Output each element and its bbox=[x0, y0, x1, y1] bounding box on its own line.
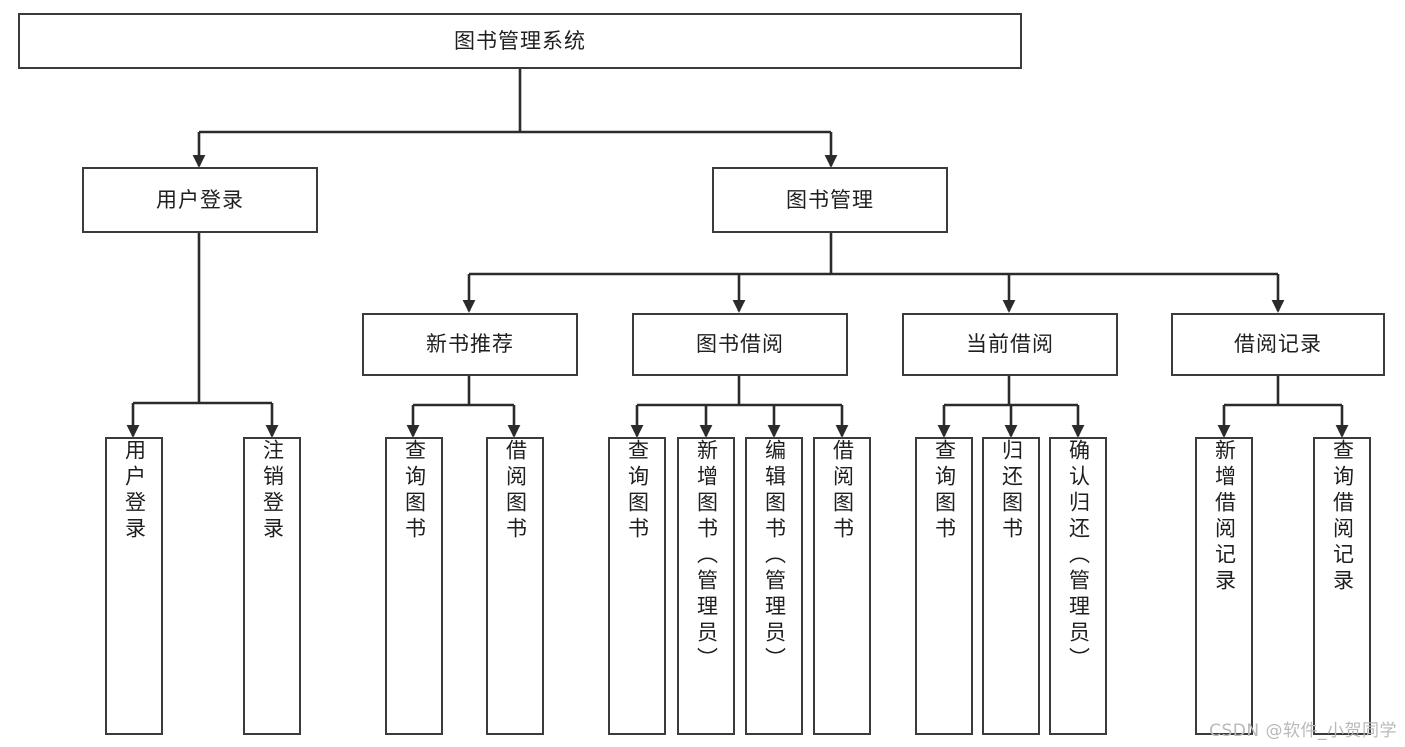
node-user-login-label: 用户登录 bbox=[156, 187, 244, 212]
node-book-borrow[interactable]: 图书借阅 bbox=[632, 313, 848, 376]
node-root-label: 图书管理系统 bbox=[454, 28, 586, 53]
leaf-edit-book[interactable]: 编辑图书（管理员） bbox=[745, 437, 803, 735]
leaf-confirm-return-label: 确认归还（管理员） bbox=[1066, 439, 1091, 673]
node-root[interactable]: 图书管理系统 bbox=[18, 13, 1022, 69]
node-current-borrow-label: 当前借阅 bbox=[966, 332, 1054, 357]
leaf-borrow-book-2-label: 借阅图书 bbox=[830, 439, 855, 543]
leaf-query-record-label: 查询借阅记录 bbox=[1330, 439, 1355, 595]
leaf-add-record-label: 新增借阅记录 bbox=[1212, 439, 1237, 595]
leaf-query-record[interactable]: 查询借阅记录 bbox=[1313, 437, 1371, 735]
leaf-user-login[interactable]: 用户登录 bbox=[105, 437, 163, 735]
watermark: CSDN @软件_小贺同学 bbox=[1209, 721, 1397, 741]
leaf-borrow-book-1[interactable]: 借阅图书 bbox=[486, 437, 544, 735]
leaf-add-book-label: 新增图书（管理员） bbox=[694, 439, 719, 673]
node-new-book-recommend-label: 新书推荐 bbox=[426, 332, 514, 357]
leaf-user-login-label: 用户登录 bbox=[122, 439, 147, 543]
leaf-add-book[interactable]: 新增图书（管理员） bbox=[677, 437, 735, 735]
leaf-logout-label: 注销登录 bbox=[260, 439, 285, 543]
leaf-logout[interactable]: 注销登录 bbox=[243, 437, 301, 735]
node-book-manage[interactable]: 图书管理 bbox=[712, 167, 948, 233]
leaf-edit-book-label: 编辑图书（管理员） bbox=[762, 439, 787, 673]
leaf-query-book-2-label: 查询图书 bbox=[625, 439, 650, 543]
leaf-return-book[interactable]: 归还图书 bbox=[982, 437, 1040, 735]
leaf-borrow-book-2[interactable]: 借阅图书 bbox=[813, 437, 871, 735]
leaf-add-record[interactable]: 新增借阅记录 bbox=[1195, 437, 1253, 735]
leaf-query-book-3[interactable]: 查询图书 bbox=[915, 437, 973, 735]
leaf-return-book-label: 归还图书 bbox=[999, 439, 1024, 543]
node-user-login[interactable]: 用户登录 bbox=[82, 167, 318, 233]
leaf-query-book-1-label: 查询图书 bbox=[402, 439, 427, 543]
leaf-query-book-1[interactable]: 查询图书 bbox=[385, 437, 443, 735]
node-book-manage-label: 图书管理 bbox=[786, 187, 874, 212]
leaf-confirm-return[interactable]: 确认归还（管理员） bbox=[1049, 437, 1107, 735]
leaf-borrow-book-1-label: 借阅图书 bbox=[503, 439, 528, 543]
leaf-query-book-2[interactable]: 查询图书 bbox=[608, 437, 666, 735]
node-current-borrow[interactable]: 当前借阅 bbox=[902, 313, 1118, 376]
node-book-borrow-label: 图书借阅 bbox=[696, 332, 784, 357]
node-borrow-record[interactable]: 借阅记录 bbox=[1171, 313, 1385, 376]
node-borrow-record-label: 借阅记录 bbox=[1234, 332, 1322, 357]
leaf-query-book-3-label: 查询图书 bbox=[932, 439, 957, 543]
node-new-book-recommend[interactable]: 新书推荐 bbox=[362, 313, 578, 376]
